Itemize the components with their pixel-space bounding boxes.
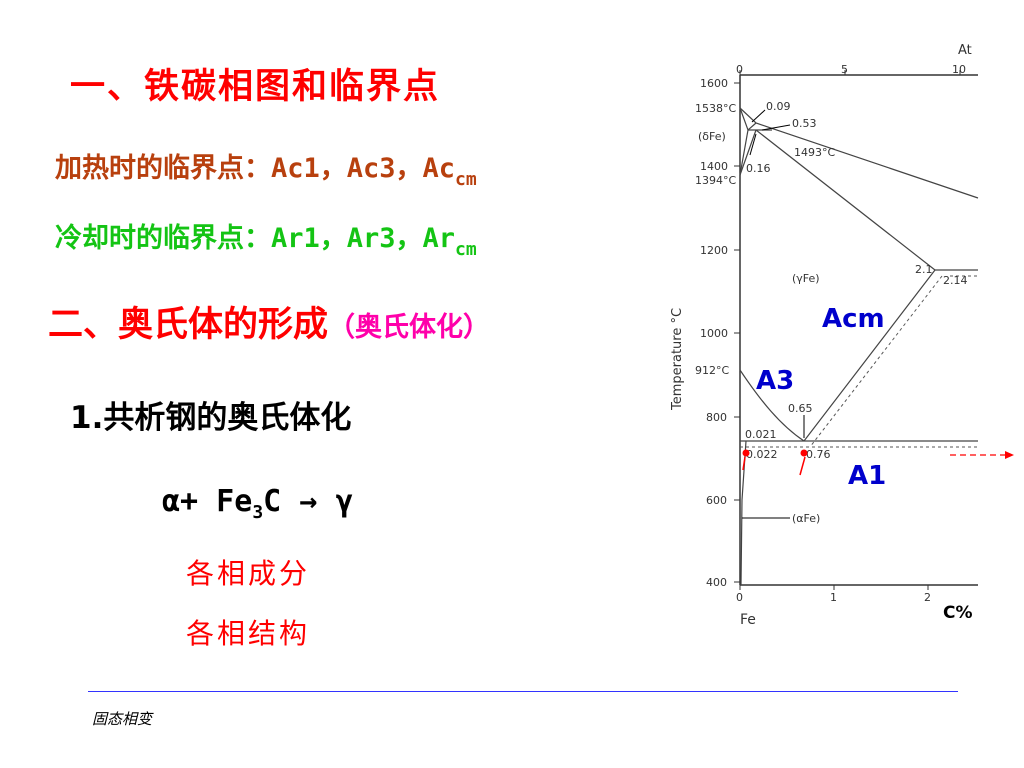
cooling-label: 冷却时的临界点： (55, 223, 271, 254)
x-tick-marks (739, 585, 929, 590)
arrow-053 (761, 124, 791, 131)
section-heading-2: 二、奥氏体的形成（奥氏体化） (48, 296, 490, 347)
red-arrow-head (1005, 451, 1014, 459)
y-tick-label-1200: 1200 (700, 244, 728, 257)
footer-text: 固态相变 (92, 710, 153, 728)
label-gamma-fe: (γFe) (792, 272, 820, 285)
label-0022: 0.022 (746, 448, 778, 461)
cooling-values: Ar1，Ar3，Ar (271, 223, 456, 254)
marker-0022 (742, 449, 750, 457)
heating-values: Ac1，Ac3，Ac (271, 153, 456, 184)
arrow-016 (749, 133, 757, 156)
x-left-label: Fe (740, 612, 756, 628)
annotation-arrows (742, 109, 805, 519)
equation-left: α+ Fe (162, 484, 253, 519)
heating-label: 加热时的临界点： (55, 153, 271, 184)
top-tick-label-5: 5 (841, 63, 848, 76)
arrow-009 (751, 109, 766, 123)
label-alpha-fe: (αFe) (792, 512, 820, 525)
equation-right: C → γ (263, 484, 354, 519)
note-phase-composition: 各相成分 (186, 557, 311, 590)
heading2-main: 二、奥氏体的形成 (48, 305, 329, 345)
acm-line (803, 269, 936, 442)
label-076: 0.76 (806, 448, 831, 461)
dashed-acm (809, 275, 943, 448)
footer-divider (88, 691, 958, 692)
label-912: 912°C (695, 364, 729, 377)
top-tick-label-10: 10 (952, 63, 966, 76)
label-a3: A3 (756, 366, 794, 396)
y-tick-label-800: 800 (706, 411, 727, 424)
label-a1: A1 (848, 461, 886, 491)
iron-carbon-phase-diagram: At 0 5 10 1600 1400 1200 1000 800 600 40… (670, 43, 1014, 628)
y-tick-label-1000: 1000 (700, 327, 728, 340)
dashed-boundaries (740, 275, 978, 448)
label-1538: 1538°C (695, 102, 736, 115)
x-tick-label-0: 0 (736, 591, 743, 604)
heading2-paren: （奥氏体化） (328, 312, 491, 343)
y-tick-label-600: 600 (706, 494, 727, 507)
y-tick-marks (734, 82, 740, 583)
x-right-label: C% (943, 603, 973, 623)
phase-boundaries (739, 107, 979, 586)
label-21: 2.1 (915, 263, 933, 276)
liquidus-line (739, 107, 979, 199)
label-065: 0.65 (788, 402, 813, 415)
subsection-heading: 1.共析钢的奥氏体化 (70, 400, 352, 436)
y-axis-label: Temperature °C (670, 308, 685, 411)
red-markers (742, 449, 1014, 476)
x-tick-label-1: 1 (830, 591, 837, 604)
section-heading-1: 一、铁碳相图和临界点 (70, 67, 441, 107)
heating-critical-points: 加热时的临界点：Ac1，Ac3，Accm (55, 146, 477, 190)
x-tick-label-2: 2 (924, 591, 931, 604)
y-tick-label-400: 400 (706, 576, 727, 589)
delta-solidus (739, 107, 757, 132)
red-arrow-center (799, 456, 806, 476)
y-tick-label-1400: 1400 (700, 160, 728, 173)
marker-076 (800, 449, 808, 457)
y-tick-label-1600: 1600 (700, 77, 728, 90)
label-0021: 0.021 (745, 428, 777, 441)
note-phase-structure: 各相结构 (186, 617, 311, 650)
delta-gamma-line (739, 129, 757, 176)
cooling-subscript: cm (455, 239, 477, 260)
cooling-critical-points: 冷却时的临界点：Ar1，Ar3，Arcm (55, 216, 477, 260)
label-delta-fe: (δFe) (698, 130, 726, 143)
solidus-line (755, 129, 936, 271)
label-acm: Acm (822, 304, 885, 334)
delta-solvus (739, 129, 749, 176)
label-1493: 1493°C (794, 146, 835, 159)
top-tick-marks (739, 70, 961, 75)
label-1394: 1394°C (695, 174, 736, 187)
red-arrow-left (742, 456, 746, 471)
label-016: 0.16 (746, 162, 771, 175)
heating-subscript: cm (455, 169, 477, 190)
equation-subscript: 3 (252, 502, 264, 523)
label-053: 0.53 (792, 117, 817, 130)
label-009: 0.09 (766, 100, 791, 113)
top-axis-unit: At (958, 43, 972, 58)
a3-line (739, 369, 805, 442)
reaction-equation: α+ Fe3C → γ (162, 484, 353, 523)
top-tick-label-0: 0 (736, 63, 743, 76)
label-214: 2.14 (943, 274, 968, 287)
